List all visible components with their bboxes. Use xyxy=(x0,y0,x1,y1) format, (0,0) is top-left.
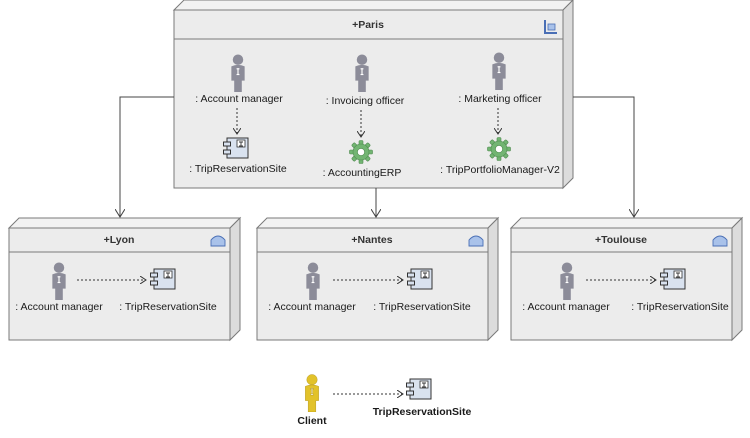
node-title-paris: +Paris xyxy=(352,19,384,31)
role-label: : Account manager xyxy=(195,93,283,105)
artifact-label: : TripReservationSite xyxy=(119,301,217,313)
component-icon xyxy=(223,137,249,159)
device-icon xyxy=(210,235,226,247)
node-title-nantes: +Nantes xyxy=(351,234,393,246)
component-icon xyxy=(406,378,432,400)
node-type-icon xyxy=(544,20,557,34)
role-label: : Marketing officer xyxy=(458,93,542,105)
artifact-label: : AccountingERP xyxy=(322,167,402,179)
component-icon xyxy=(660,268,686,290)
artifact-label: : TripReservationSite xyxy=(631,301,729,313)
device-icon xyxy=(468,235,484,247)
device-icon xyxy=(712,235,728,247)
node-title-lyon: +Lyon xyxy=(103,234,135,246)
client-label: Client xyxy=(297,415,327,427)
artifact-label: : TripReservationSite xyxy=(189,163,287,175)
node-toulouse[interactable] xyxy=(509,216,744,342)
node-title-toulouse: +Toulouse xyxy=(594,234,648,246)
dependency-lines xyxy=(237,108,498,137)
gear-icon xyxy=(487,137,511,161)
artifact-label: : TripPortfolioManager-V2 xyxy=(440,164,560,176)
communication-paths xyxy=(120,96,634,217)
node-lyon[interactable] xyxy=(7,216,242,342)
component-icon xyxy=(407,268,433,290)
node-nantes[interactable] xyxy=(255,216,500,342)
role-label: : Account manager xyxy=(268,301,356,313)
role-label: : Account manager xyxy=(522,301,610,313)
role-label: : Account manager xyxy=(15,301,103,313)
component-icon xyxy=(150,268,176,290)
gear-icon xyxy=(349,140,373,164)
client-actor-icon xyxy=(304,374,320,412)
role-label: : Invoicing officer xyxy=(325,95,405,107)
artifact-label: : TripReservationSite xyxy=(373,301,471,313)
legend-artifact-label: TripReservationSite xyxy=(372,406,472,418)
